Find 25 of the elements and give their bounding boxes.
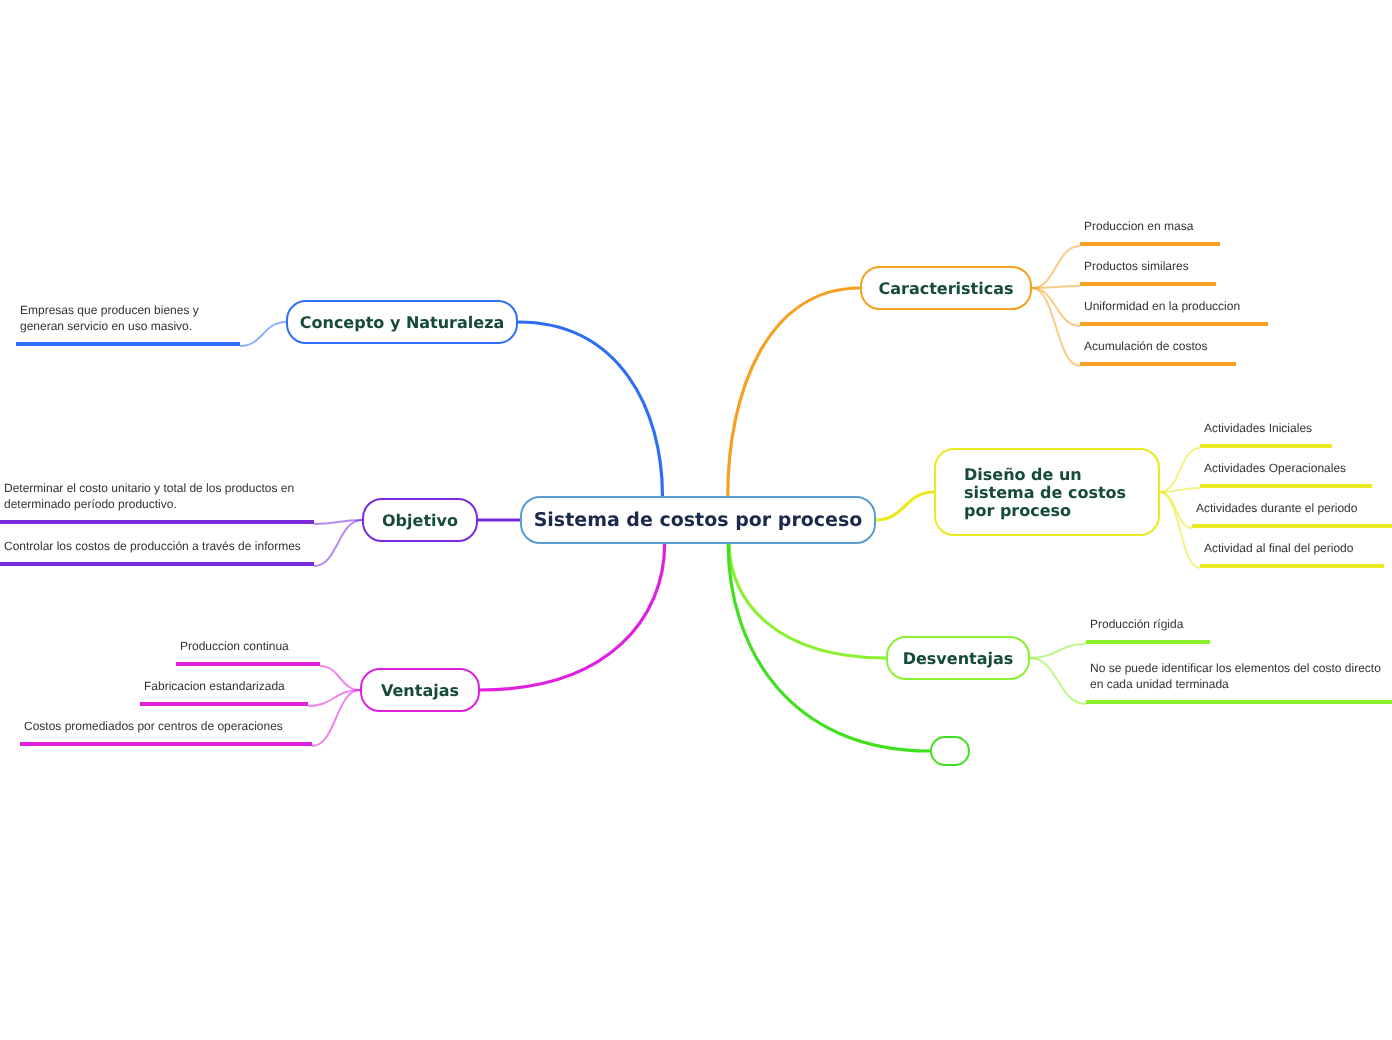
topic-box: Objetivo (362, 498, 478, 542)
topic-box: Ventajas (360, 668, 480, 712)
connector-line (727, 543, 887, 660)
connector-line (1029, 657, 1087, 705)
connector-line (875, 490, 935, 522)
connector-line (478, 518, 520, 522)
connector-line (313, 519, 363, 567)
connector-line (307, 689, 361, 707)
topic-box: Caracteristicas (860, 266, 1032, 310)
connector-line (479, 543, 667, 692)
connector-line (1031, 245, 1081, 289)
connector-line (726, 543, 931, 753)
empty-topic-box (930, 736, 970, 766)
connector-line (311, 689, 361, 747)
connector-line (1031, 287, 1081, 367)
topic-box: Concepto y Naturaleza (286, 300, 518, 344)
topic-box: Diseño de un sistema de costos por proceso (934, 448, 1160, 536)
connector-line (1159, 491, 1201, 569)
connector-line (1031, 287, 1081, 327)
connector-line (726, 286, 861, 497)
connector-line (1029, 643, 1087, 659)
topic-box: Desventajas (886, 636, 1030, 680)
central-topic: Sistema de costos por proceso (520, 496, 876, 544)
connector-line (1159, 447, 1201, 493)
connector-line (517, 320, 665, 497)
